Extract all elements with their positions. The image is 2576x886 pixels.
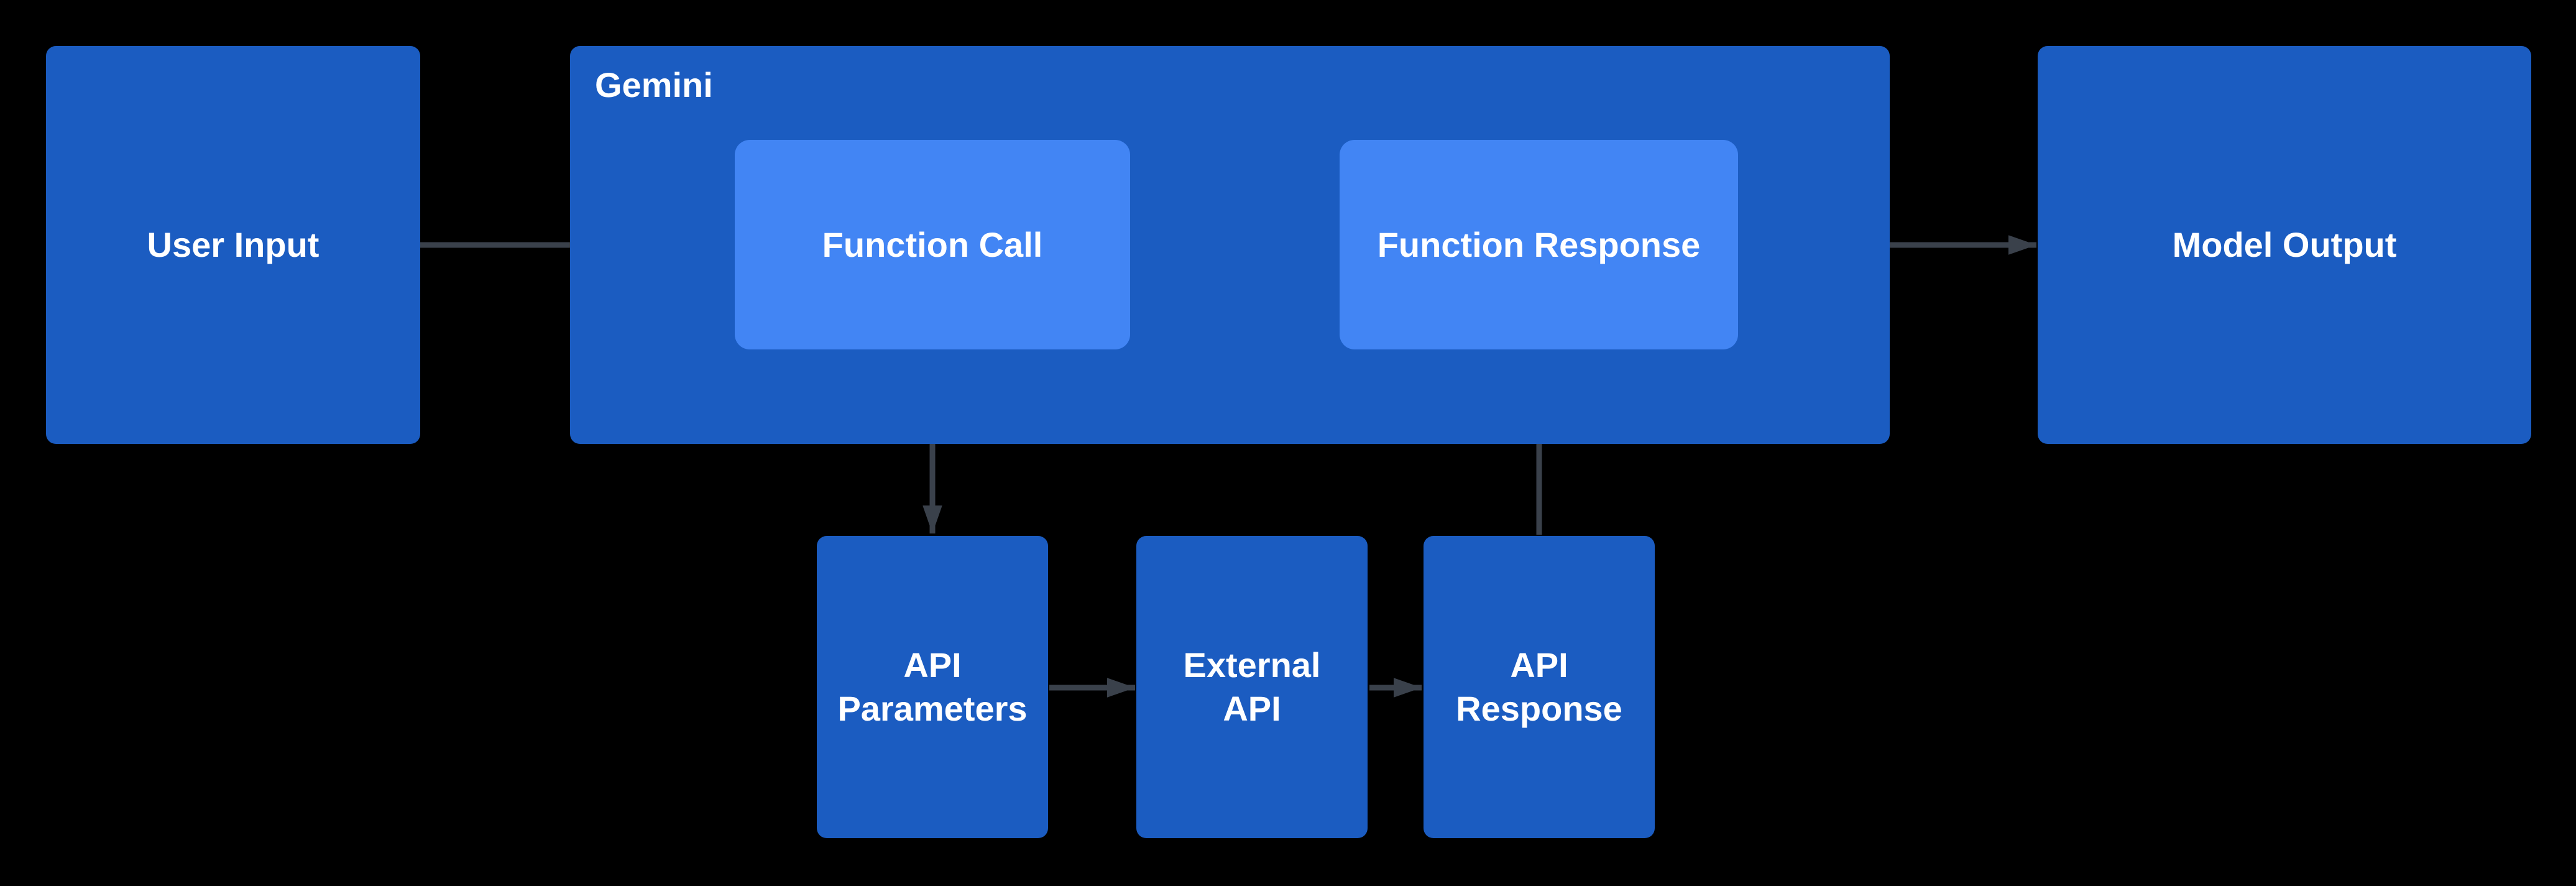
- node-external-api-label-line2: API: [1223, 689, 1281, 728]
- node-api-parameters-label-line1: API: [903, 645, 962, 685]
- node-api-response-label-line2: Response: [1456, 689, 1622, 728]
- node-function-call-label: Function Call: [822, 224, 1043, 264]
- node-user-input: User Input: [46, 46, 420, 444]
- node-api-parameters-label-line2: Parameters: [837, 689, 1028, 728]
- node-api-response-label-line1: API: [1510, 645, 1568, 685]
- node-gemini-container: Gemini Function Call Function Response: [570, 46, 1890, 444]
- node-user-input-label: User Input: [147, 225, 320, 264]
- node-function-call: Function Call: [735, 140, 1130, 349]
- gemini-container-label: Gemini: [595, 65, 713, 104]
- node-function-response-label: Function Response: [1377, 224, 1701, 264]
- node-api-response: API Response: [1424, 536, 1655, 838]
- node-external-api-label-line1: External: [1183, 645, 1321, 685]
- node-model-output-label: Model Output: [2172, 225, 2397, 264]
- node-external-api: External API: [1136, 536, 1368, 838]
- node-model-output: Model Output: [2038, 46, 2531, 444]
- node-api-parameters: API Parameters: [817, 536, 1048, 838]
- node-function-response: Function Response: [1340, 140, 1738, 349]
